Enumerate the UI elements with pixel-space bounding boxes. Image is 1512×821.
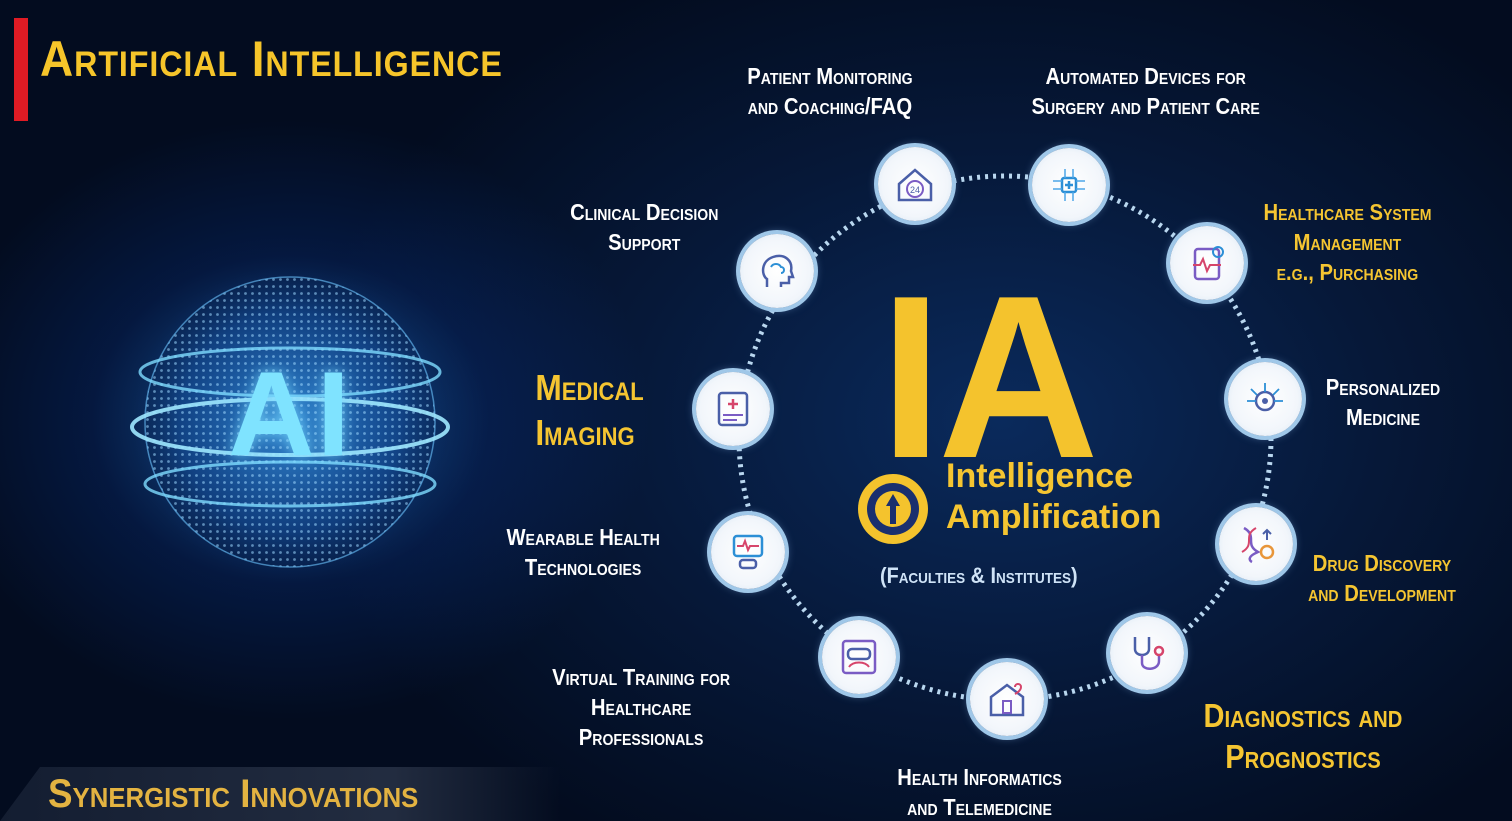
ia-subtitle-line2: Amplification (946, 497, 1162, 536)
label-line: Healthcare System (1263, 199, 1432, 225)
label-line: and Development (1308, 579, 1456, 606)
footer-title: Synergistic Innovations (48, 772, 419, 816)
label-medical-imaging: Medical Imaging (535, 365, 643, 455)
svg-text:24: 24 (910, 185, 920, 195)
label-line: and Coaching/FAQ (747, 92, 913, 119)
label-healthcare-system: Healthcare System Management e.g., Purch… (1263, 198, 1431, 288)
faculties-label: (Faculties & Institutes) (880, 563, 1078, 588)
label-personalized-medicine: Personalized Medicine (1326, 373, 1440, 433)
label-drug-discovery: Drug Discovery and Development (1308, 549, 1456, 609)
ia-heading: IA (880, 248, 1099, 507)
ia-subtitle-line1: Intelligence (946, 457, 1134, 495)
label-line: Technologies (524, 553, 642, 580)
page-title: Artificial Intelligence (40, 31, 503, 87)
telemedicine-icon (970, 662, 1044, 736)
label-line: Drug Discovery (1312, 550, 1452, 576)
label-line: Personalized (1325, 374, 1441, 400)
medical-tablet-icon (696, 372, 770, 446)
label-line: and Telemedicine (907, 793, 1052, 820)
ia-subtitle: Intelligence Amplification (946, 456, 1161, 538)
label-line: Management (1293, 228, 1402, 255)
smartwatch-icon (711, 515, 785, 589)
label-line: Medicine (1346, 403, 1420, 430)
label-diagnostics: Diagnostics and Prognostics (1204, 695, 1403, 778)
label-clinical-decision: Clinical Decision Support (570, 198, 718, 258)
ai-globe-graphic (130, 264, 450, 580)
label-line: Clinical Decision (570, 199, 719, 225)
label-line: Automated Devices for (1045, 63, 1246, 89)
medical-cross-circuit-icon (1032, 148, 1106, 222)
label-line: Health Informatics (897, 764, 1062, 790)
gear-circuit-icon (1228, 362, 1302, 436)
house-24-icon: 24 (878, 147, 952, 221)
ai-globe-label: AI (228, 347, 352, 481)
label-automated-devices: Automated Devices for Surgery and Patien… (1032, 62, 1260, 122)
title-accent-bar (14, 18, 28, 121)
label-line: Wearable Health (506, 524, 660, 550)
footer-band (0, 767, 560, 821)
label-virtual-training: Virtual Training for Healthcare Professi… (552, 663, 730, 753)
label-health-informatics: Health Informatics and Telemedicine (897, 763, 1062, 821)
label-line: Healthcare (590, 693, 692, 720)
label-line: Imaging (535, 412, 635, 453)
label-line: Diagnostics and (1203, 697, 1403, 734)
label-wearable-health: Wearable Health Technologies (506, 523, 659, 583)
health-clipboard-icon (1170, 226, 1244, 300)
label-line: Patient Monitoring (747, 63, 913, 89)
dna-gear-icon (1219, 507, 1293, 581)
brain-head-icon (740, 234, 814, 308)
label-line: Support (608, 228, 681, 255)
label-line: Professionals (578, 723, 704, 750)
label-line: Medical (535, 367, 644, 408)
label-line: Prognostics (1225, 738, 1381, 776)
label-line: Virtual Training for (552, 664, 731, 690)
label-patient-monitoring: Patient Monitoring and Coaching/FAQ (747, 62, 912, 122)
stethoscope-icon (1110, 616, 1184, 690)
vr-headset-icon (822, 620, 896, 694)
university-seal-icon (858, 474, 928, 544)
label-line: Surgery and Patient Care (1031, 92, 1260, 119)
label-line: e.g., Purchasing (1276, 258, 1419, 285)
